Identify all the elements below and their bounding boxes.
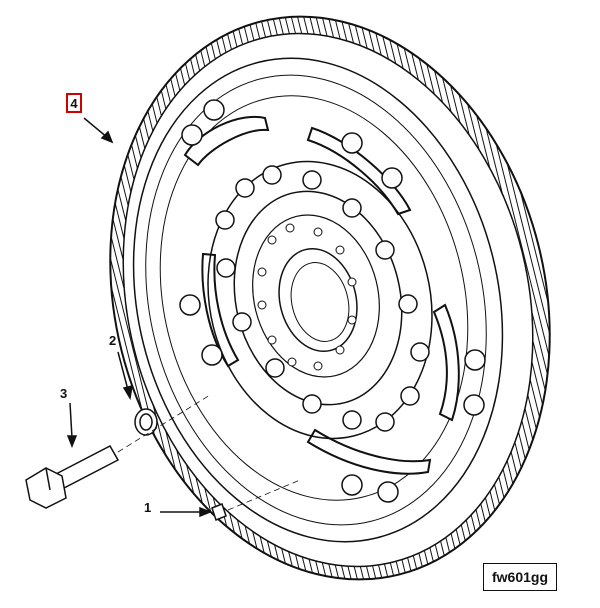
part-dowel-pin	[211, 503, 227, 521]
leader-arrows	[66, 117, 213, 518]
curved-slots	[183, 115, 460, 475]
hub-holes	[257, 223, 357, 371]
ring-gear	[109, 15, 551, 581]
assembly-lines	[117, 394, 301, 511]
callout-4: 4	[66, 93, 82, 113]
inner-bolts	[215, 165, 430, 432]
flywheel-body	[132, 57, 504, 543]
callout-1: 1	[144, 500, 152, 515]
callout-2: 2	[109, 333, 117, 348]
part-washer	[134, 408, 158, 436]
figure-id-label: fw601gg	[483, 563, 557, 591]
clamp-bolts	[179, 99, 486, 503]
part-bolt	[25, 445, 120, 509]
callout-3: 3	[60, 386, 68, 401]
